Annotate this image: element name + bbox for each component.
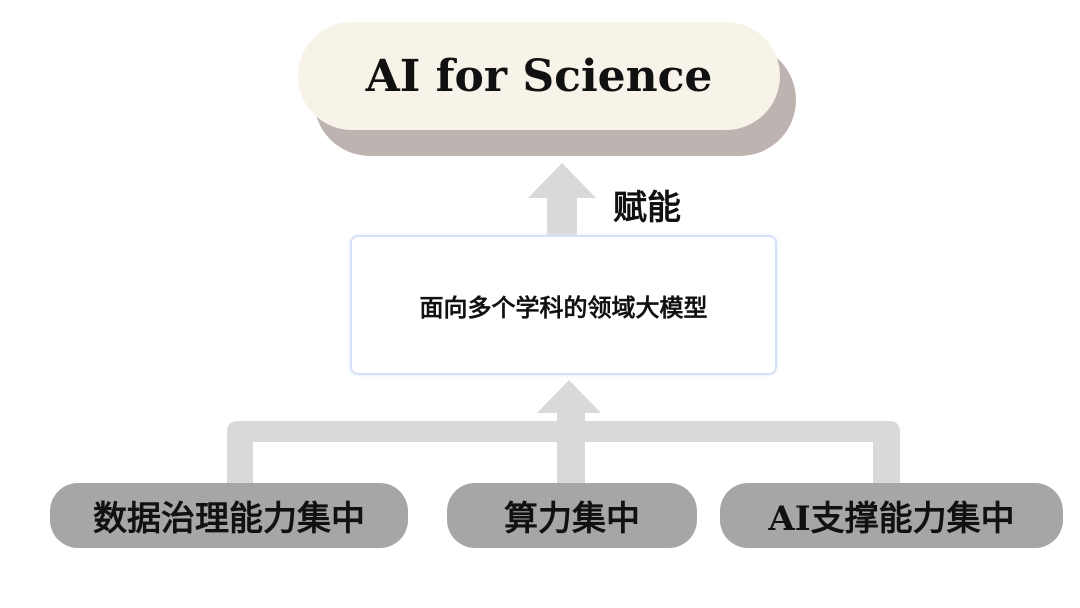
domain-model-text: 面向多个学科的领域大模型 [419, 292, 708, 322]
source-box-compute: 算力集中 [447, 483, 697, 548]
domain-model-box: 面向多个学科的领域大模型 [350, 235, 777, 375]
empower-arrow [528, 163, 596, 238]
title-pill: AI for Science [298, 22, 780, 130]
converge-bar [227, 421, 900, 485]
title-text: AI for Science [365, 50, 713, 102]
converge-arrow-head [537, 380, 601, 421]
source-box-ai-support: AI支撑能力集中 [720, 483, 1063, 548]
source-text: 算力集中 [504, 499, 640, 539]
empower-label: 赋能 [613, 188, 681, 228]
source-box-data-governance: 数据治理能力集中 [50, 483, 408, 548]
source-text: AI支撑能力集中 [768, 499, 1015, 539]
source-text: 数据治理能力集中 [93, 499, 365, 539]
